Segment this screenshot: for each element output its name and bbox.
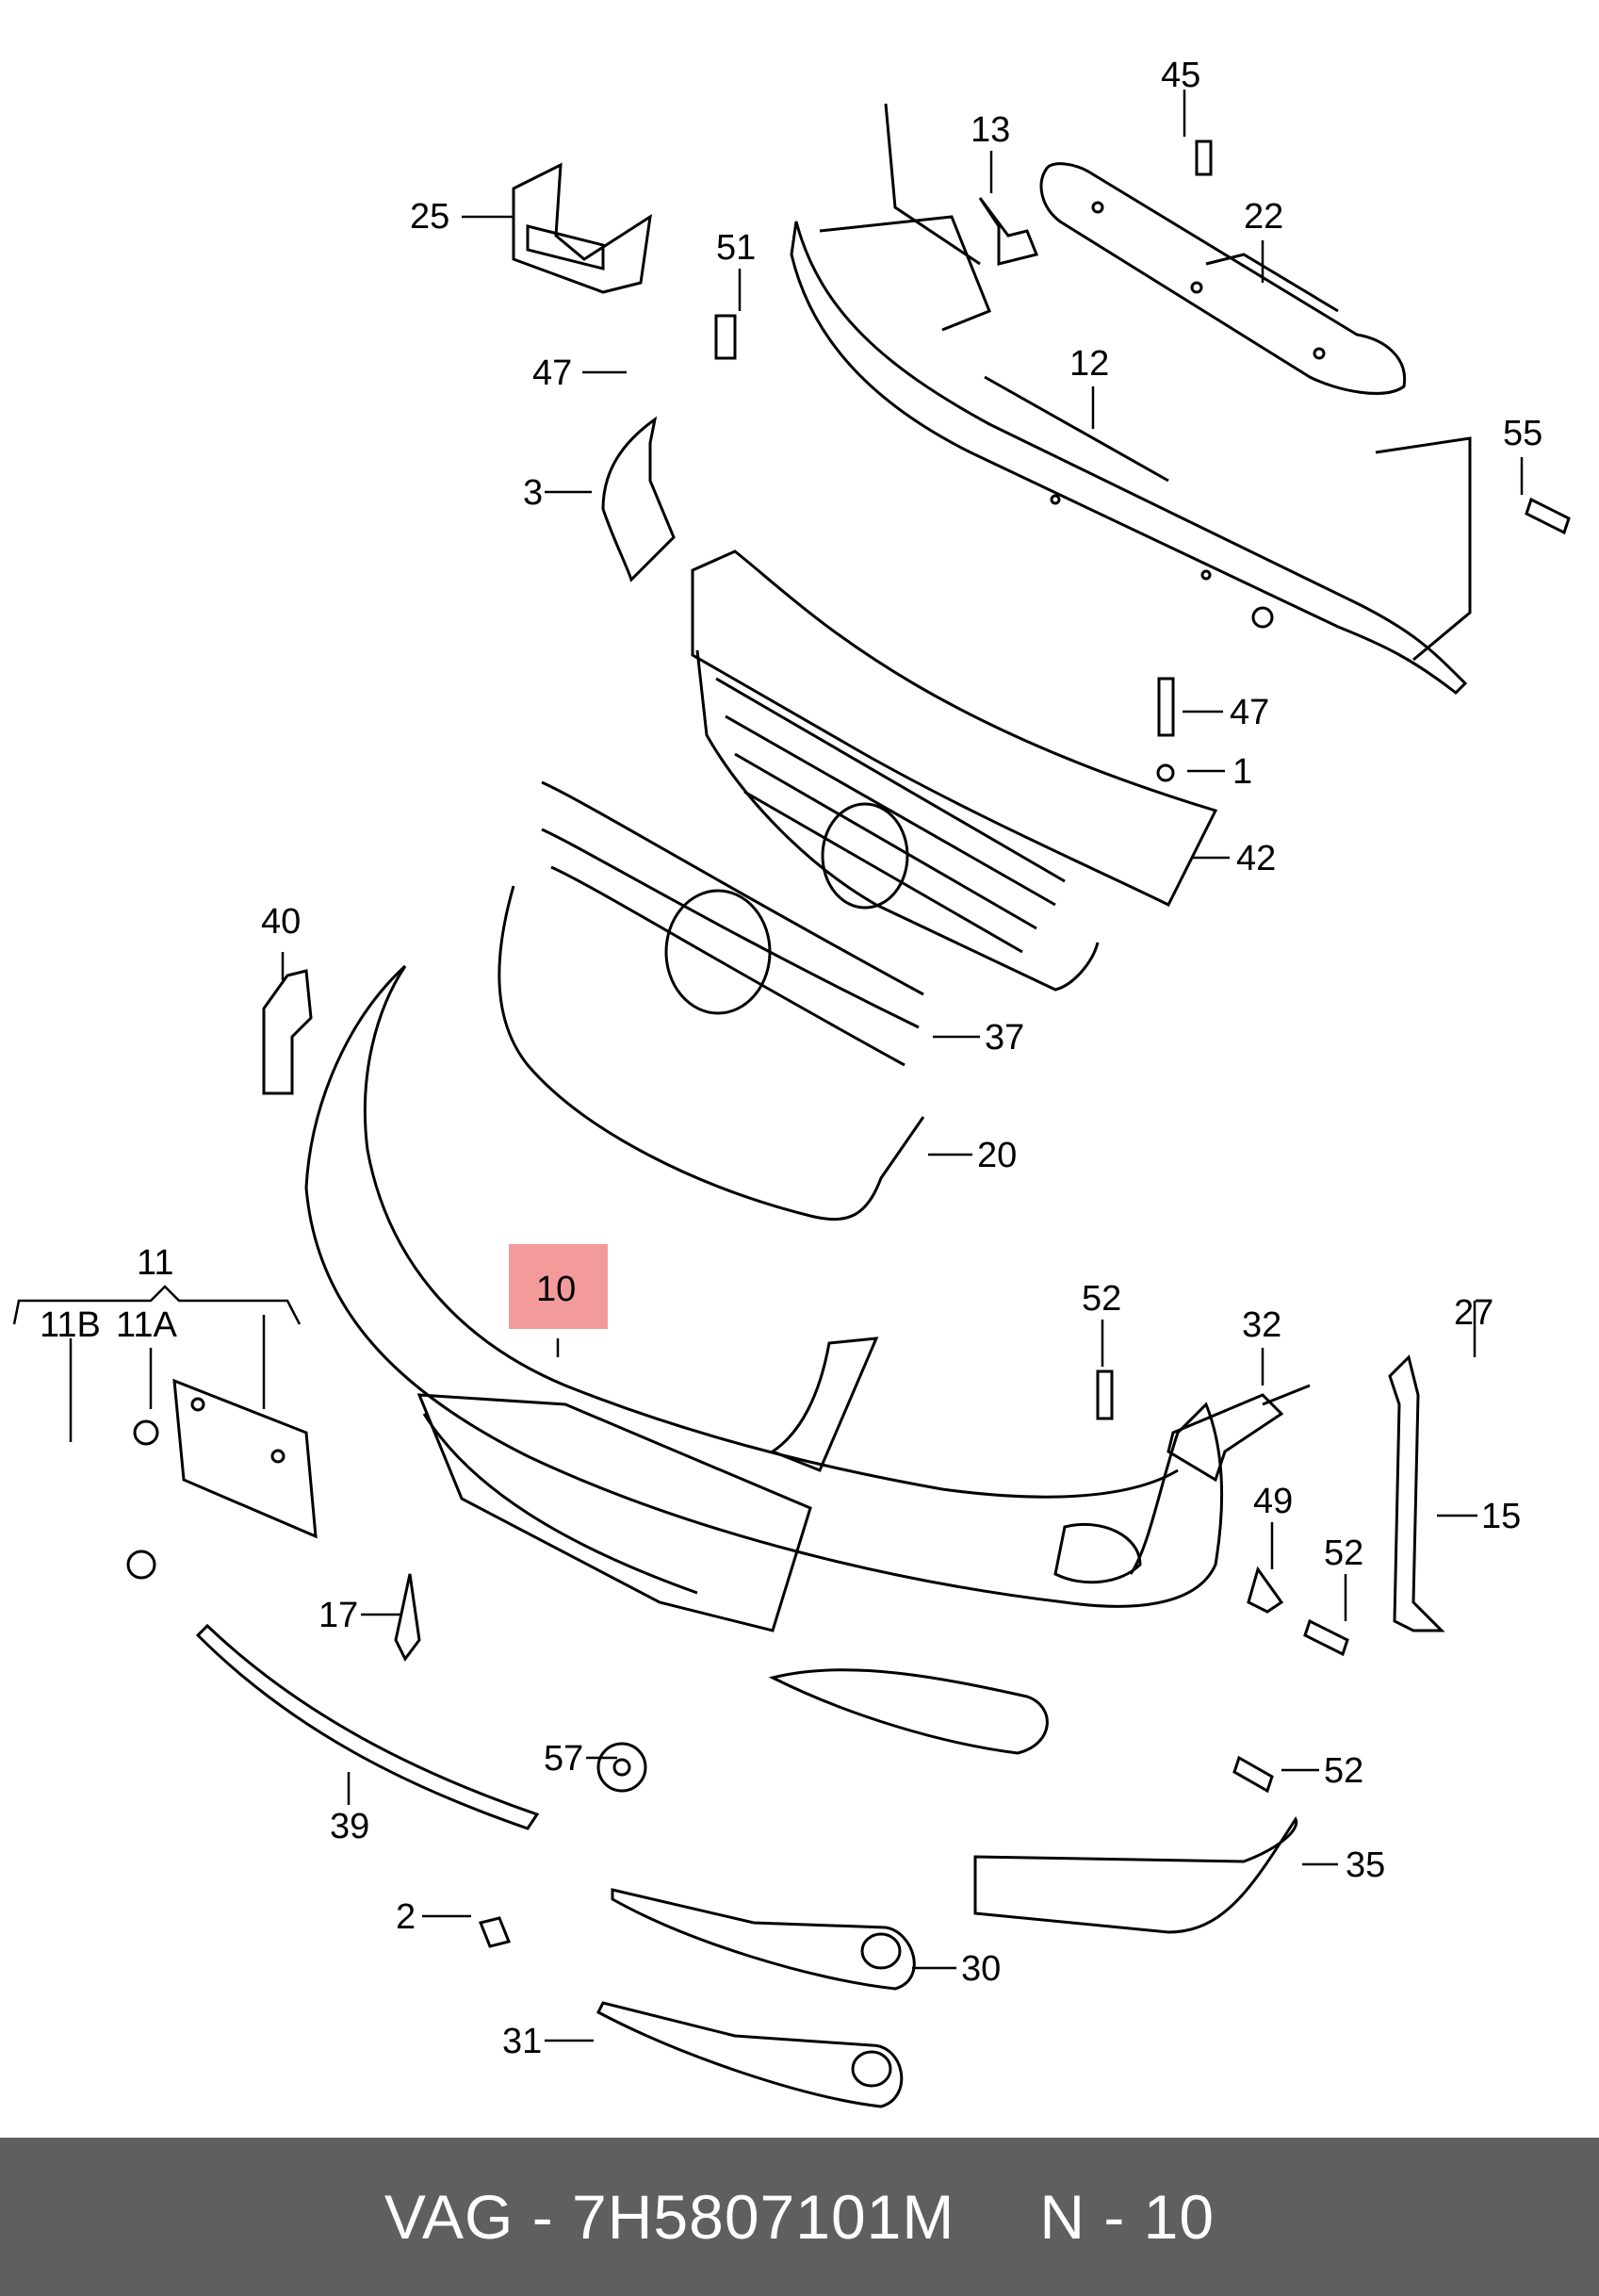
- callout-12: 12: [1069, 344, 1109, 384]
- callout-32: 32: [1242, 1305, 1281, 1345]
- bracket-3-drawing: [601, 416, 676, 582]
- callout-17: 17: [318, 1596, 358, 1635]
- plate-holder-drawing: [126, 1378, 318, 1580]
- callout-57: 57: [544, 1739, 583, 1779]
- callout-47-lower: 47: [1230, 693, 1269, 732]
- footer-position: N - 10: [1039, 2182, 1216, 2252]
- callout-10: 10: [536, 1270, 576, 1309]
- callout-37: 37: [985, 1018, 1024, 1058]
- callout-27: 27: [1454, 1293, 1493, 1333]
- bumper-bracket-drawing: [790, 103, 1472, 695]
- bracket-40-drawing: [262, 969, 313, 1095]
- callout-25: 25: [410, 197, 449, 237]
- callout-1: 1: [1232, 752, 1252, 792]
- callout-22: 22: [1244, 197, 1283, 237]
- callout-13: 13: [971, 110, 1010, 150]
- callout-30: 30: [961, 1949, 1001, 1989]
- callout-11b: 11B: [40, 1305, 101, 1345]
- radiator-grille-drawing: [691, 549, 1218, 992]
- callout-52-mid: 52: [1324, 1533, 1363, 1573]
- callout-20: 20: [977, 1136, 1017, 1175]
- side-guide-drawing: [1388, 1354, 1445, 1632]
- fasteners-drawing: [394, 139, 1571, 1948]
- callout-31: 31: [502, 2022, 542, 2061]
- callout-35: 35: [1346, 1845, 1385, 1885]
- callout-55: 55: [1503, 414, 1542, 453]
- trim-35-drawing: [973, 1815, 1298, 1934]
- bracket-25-drawing: [512, 162, 652, 294]
- callout-51: 51: [716, 228, 756, 268]
- grille-trim-drawing: [541, 780, 924, 1067]
- callout-3: 3: [523, 473, 543, 513]
- callout-45: 45: [1161, 56, 1200, 95]
- callout-49: 49: [1253, 1482, 1293, 1521]
- bracket-13-drawing: [978, 197, 1039, 266]
- impact-absorber-drawing: [1039, 162, 1407, 395]
- callout-52-top: 52: [1082, 1279, 1121, 1319]
- bumper-cover-drawing: [304, 964, 1224, 1755]
- trim-20-drawing: [498, 885, 925, 1222]
- fog-grille-31-drawing: [596, 2001, 904, 2108]
- parts-diagram: 45 13 25 51 22 12 47 55 3 47 1 42 40 37 …: [12, 56, 1571, 2108]
- fog-grille-30-drawing: [611, 1888, 916, 1991]
- callout-39: 39: [330, 1807, 369, 1846]
- highlight-box: [509, 1244, 608, 1329]
- footer-bar: VAG - 7H5807101M N - 10: [0, 2138, 1599, 2296]
- callout-52-lower: 52: [1324, 1751, 1363, 1791]
- strip-39-drawing: [195, 1623, 540, 1830]
- footer-part-number: VAG - 7H5807101M: [383, 2182, 955, 2252]
- callout-11: 11: [137, 1243, 173, 1283]
- callout-47-upper: 47: [532, 353, 572, 393]
- callout-2: 2: [396, 1897, 416, 1937]
- callout-40: 40: [261, 902, 301, 942]
- callout-15: 15: [1481, 1497, 1521, 1536]
- callout-11a: 11A: [116, 1305, 177, 1345]
- callout-42: 42: [1236, 839, 1276, 878]
